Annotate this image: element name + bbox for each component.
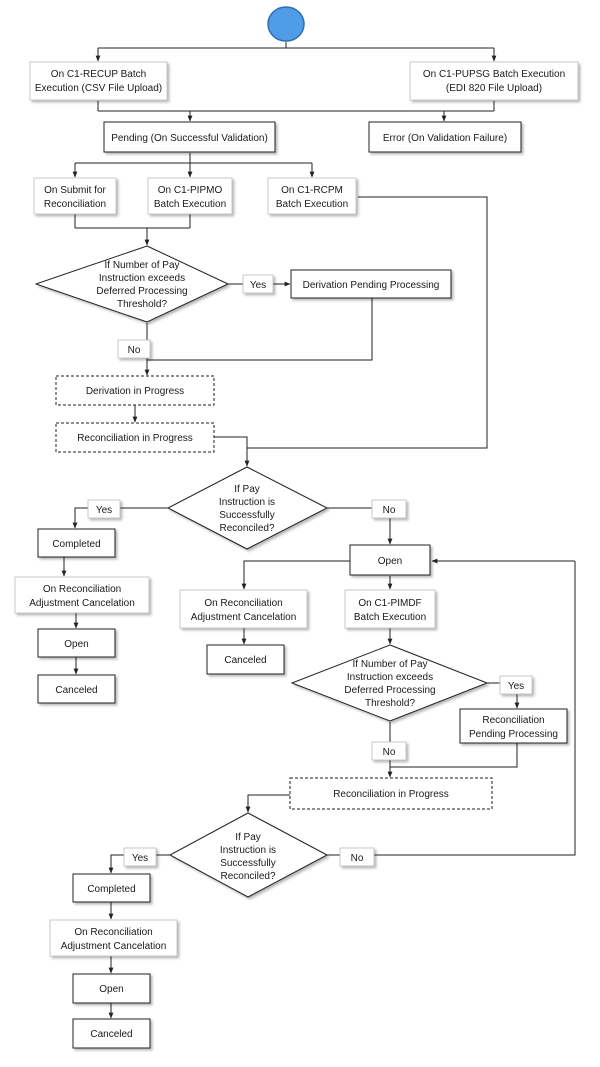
completed-state-1: Completed [37,528,116,558]
pending-state: Pending (On Successful Validation) [103,121,276,153]
rcpm-trigger: On C1-RCPM Batch Execution [267,177,357,215]
connectors [61,42,576,1019]
submit-trigger-line2: Reconciliation [44,199,106,210]
adjustment-cancelation-1-line2: Adjustment Cancelation [29,598,135,609]
decision-reconciled-1-line3: Successfully [219,510,275,521]
derivation-progress-label: Derivation in Progress [86,386,184,397]
decision-threshold-2-line3: Deferred Processing [344,685,435,696]
recup-trigger: On C1-RECUP Batch Execution (CSV File Up… [29,61,168,101]
reconciliation-progress-state-2: Reconciliation in Progress [289,777,493,810]
adjustment-cancelation-1-line1: On Reconciliation [43,584,121,595]
adjustment-cancelation-3-line1: On Reconciliation [74,927,152,938]
adjustment-cancelation-2: On Reconciliation Adjustment Cancelation [179,589,308,629]
pupsg-trigger: On C1-PUPSG Batch Execution (EDI 820 Fil… [409,61,579,101]
pipmo-trigger: On C1-PIPMO Batch Execution [147,177,233,215]
yes-label-2-text: Yes [96,505,112,516]
reconciliation-pending-state: Reconciliation Pending Processing [459,708,568,744]
no-label-4: No [339,847,375,867]
no-label-2-text: No [383,505,396,516]
pimdf-trigger: On C1-PIMDF Batch Execution [344,589,436,629]
derivation-pending-state: Derivation Pending Processing [290,269,452,299]
yes-label-4: Yes [123,847,157,867]
decision-reconciled-2-line1: If Pay [235,832,261,843]
canceled-state-2: Canceled [206,644,285,675]
recup-trigger-line1: On C1-RECUP Batch [51,69,146,80]
error-state: Error (On Validation Failure) [368,121,522,153]
yes-label-1-text: Yes [250,280,266,291]
decision-threshold-2-line4: Threshold? [365,698,415,709]
decision-threshold-1-line1: If Number of Pay [104,260,179,271]
yes-label-3-text: Yes [508,681,524,692]
submit-trigger-line1: On Submit for [44,185,106,196]
decision-reconciled-1: If Pay Instruction is Successfully Recon… [166,466,329,550]
no-label-4-text: No [351,853,364,864]
reconciliation-pending-line2: Pending Processing [469,729,558,740]
decision-threshold-1: If Number of Pay Instruction exceeds Def… [34,245,230,323]
yes-label-1: Yes [242,274,274,294]
reconciliation-pending-line1: Reconciliation [482,715,544,726]
open-state-2: Open [72,973,151,1004]
decision-threshold-2: If Number of Pay Instruction exceeds Def… [290,644,489,722]
rcpm-trigger-line1: On C1-RCPM [281,185,343,196]
open-state-main-label: Open [378,556,402,567]
no-label-2: No [371,499,407,519]
error-state-label: Error (On Validation Failure) [383,133,507,144]
open-state-1-label: Open [64,639,88,650]
recup-trigger-line2: Execution (CSV File Upload) [35,83,162,94]
pimdf-trigger-line2: Batch Execution [354,612,426,623]
derivation-pending-label: Derivation Pending Processing [303,280,440,291]
canceled-state-2-label: Canceled [224,655,266,666]
decision-reconciled-2-line4: Reconciled? [220,871,275,882]
decision-threshold-1-line2: Instruction exceeds [99,273,185,284]
decision-reconciled-2: If Pay Instruction is Successfully Recon… [168,812,329,898]
canceled-state-1: Canceled [37,674,116,704]
completed-state-1-label: Completed [52,539,100,550]
open-state-1: Open [37,628,116,658]
reconciliation-progress-2-label: Reconciliation in Progress [333,789,449,800]
pipmo-trigger-line2: Batch Execution [154,199,226,210]
decision-threshold-2-line1: If Number of Pay [352,659,427,670]
decision-reconciled-1-line1: If Pay [234,484,260,495]
no-label-1-text: No [128,345,141,356]
pupsg-trigger-line1: On C1-PUPSG Batch Execution [423,69,565,80]
decision-reconciled-2-line3: Successfully [220,858,276,869]
decision-threshold-1-line4: Threshold? [117,299,167,310]
adjustment-cancelation-1: On Reconciliation Adjustment Cancelation [14,576,150,614]
no-label-3-text: No [383,747,396,758]
submit-trigger: On Submit for Reconciliation [33,177,117,215]
pipmo-trigger-line1: On C1-PIPMO [158,185,223,196]
yes-label-4-text: Yes [132,853,148,864]
no-label-1: No [117,339,151,359]
open-state-2-label: Open [99,984,123,995]
decision-reconciled-2-line2: Instruction is [220,845,276,856]
reconciliation-progress-1-label: Reconciliation in Progress [77,433,193,444]
canceled-state-3: Canceled [72,1018,151,1049]
canceled-state-1-label: Canceled [55,685,97,696]
adjustment-cancelation-3: On Reconciliation Adjustment Cancelation [49,919,178,957]
decision-reconciled-1-line2: Instruction is [219,497,275,508]
derivation-progress-state: Derivation in Progress [55,375,215,406]
decision-threshold-1-line3: Deferred Processing [96,286,187,297]
adjustment-cancelation-2-line1: On Reconciliation [204,598,282,609]
completed-state-2-label: Completed [87,884,135,895]
yes-label-2: Yes [87,499,121,519]
canceled-state-3-label: Canceled [90,1029,132,1040]
adjustment-cancelation-3-line2: Adjustment Cancelation [61,941,167,952]
no-label-3: No [371,741,407,761]
open-state-main: Open [349,544,431,576]
start-node [267,6,305,42]
completed-state-2: Completed [72,873,151,903]
decision-reconciled-1-line4: Reconciled? [219,523,274,534]
reconciliation-progress-state-1: Reconciliation in Progress [55,422,215,453]
decision-threshold-2-line2: Instruction exceeds [347,672,433,683]
pending-state-label: Pending (On Successful Validation) [111,133,268,144]
pupsg-trigger-line2: (EDI 820 File Upload) [446,83,542,94]
adjustment-cancelation-2-line2: Adjustment Cancelation [191,612,297,623]
yes-label-3: Yes [499,675,533,695]
rcpm-trigger-line2: Batch Execution [276,199,348,210]
pimdf-trigger-line1: On C1-PIMDF [358,598,421,609]
